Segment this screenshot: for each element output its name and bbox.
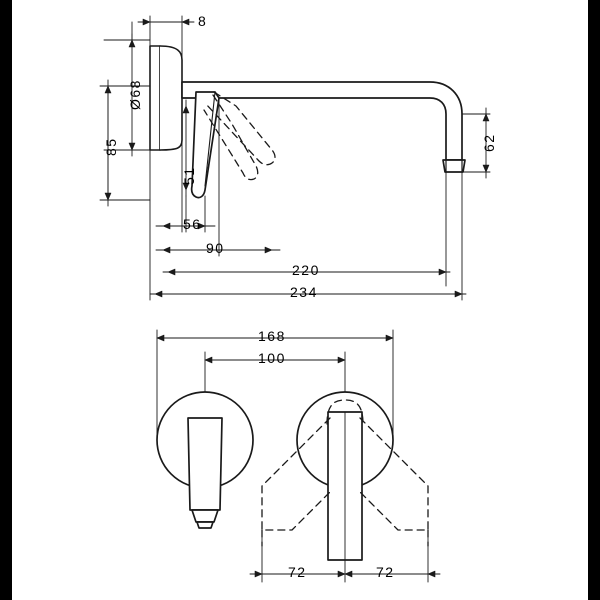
dim-label-escutcheon-diameter: Ø68 <box>127 79 143 110</box>
side-view-dimension-lines <box>99 15 491 301</box>
dim-label-spout-outlet-height: 62 <box>481 133 497 152</box>
dim-label-spout-projection: 220 <box>292 262 320 278</box>
side-view-spout <box>181 81 466 173</box>
dim-label-centre-distance: 100 <box>258 350 286 366</box>
dim-label-handle-swing-left: 72 <box>288 564 307 580</box>
dim-label-height-to-spout: 85 <box>103 137 119 156</box>
dim-label-lever-projection: 56 <box>183 216 202 232</box>
dim-label-spout-offset-top: 8 <box>198 13 208 29</box>
dim-label-handle-swing-right: 72 <box>376 564 395 580</box>
side-view-wall-flange <box>149 45 183 151</box>
dim-label-overall-width: 168 <box>258 328 286 344</box>
dim-label-total-projection: 234 <box>290 284 318 300</box>
side-view-lever-handle <box>190 91 220 199</box>
dim-label-handle-projection: 90 <box>206 240 225 256</box>
side-view-lever-swing-positions <box>203 91 276 181</box>
dim-label-lever-height: 51 <box>181 166 197 185</box>
front-view-dimension-lines <box>156 329 441 583</box>
front-view-left-handle <box>187 417 223 529</box>
